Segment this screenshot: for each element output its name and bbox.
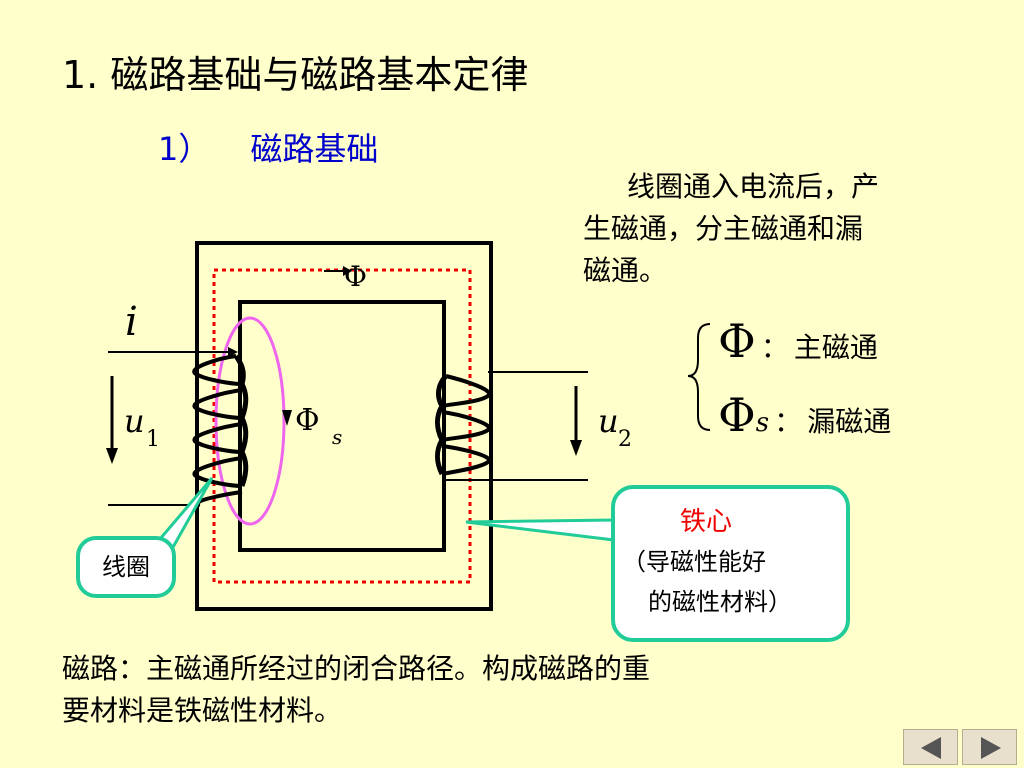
core-desc-line-2: 的磁性材料） (648, 588, 792, 616)
section-heading: 1） 磁路基础 (158, 124, 378, 170)
transformer-diagram: Φ Φ s i u 1 u 2 线圈 (76, 241, 850, 642)
u2-arrow (570, 440, 582, 456)
current-arrow (228, 347, 238, 357)
leakage-flux-loop (214, 316, 286, 526)
description-line-1: 线圈通入电流后，产 (627, 170, 880, 203)
core-callout-box (611, 485, 850, 642)
description-line-2: 生磁通，分主磁通和漏 (583, 212, 864, 245)
definition-line-2: 要材料是铁磁性材料。 (62, 694, 343, 727)
legend-main-flux: Φ ： 主磁通 (718, 314, 878, 368)
core-outer (195, 241, 493, 611)
definition-text: 磁路：主磁通所经过的闭合路径。构成磁路的重 要材料是铁磁性材料。 (62, 648, 922, 732)
next-slide-button[interactable] (962, 729, 1017, 765)
main-flux-arrow (343, 266, 352, 276)
leak-flux-arrow (282, 410, 292, 426)
core-desc-line-1: （导磁性能好 (622, 548, 766, 576)
prev-slide-button[interactable] (903, 729, 958, 765)
core-callout-pointer (465, 518, 616, 542)
main-flux-symbol: Φ (718, 314, 756, 368)
current-label: i (125, 299, 138, 345)
u2-sub: 2 (618, 427, 632, 452)
leak-flux-label-diagram: Φ (295, 403, 320, 438)
description-line-3: 磁通。 (583, 254, 668, 287)
left-triangle-icon (921, 737, 941, 759)
definition-line-1: 磁路：主磁通所经过的闭合路径。构成磁路的重 (62, 652, 651, 685)
section-number: 1） (158, 130, 211, 168)
leak-flux-symbol: Φ (718, 388, 756, 442)
u1-arrow (106, 448, 118, 464)
u1-var: u (124, 402, 145, 440)
u2-var: u (598, 402, 619, 440)
coil-label: 线圈 (102, 553, 150, 581)
coil-callout-box (76, 536, 176, 598)
u1-sub: 1 (146, 427, 160, 452)
page-title: 1. 磁路基础与磁路基本定律 (62, 53, 529, 97)
main-flux-label-diagram: Φ (344, 260, 367, 293)
primary-winding (192, 354, 249, 507)
main-flux-label: 主磁通 (793, 331, 878, 364)
leak-flux-subscript: s (755, 408, 770, 438)
leak-flux-subscript-diagram: s (332, 425, 342, 449)
leak-flux-separator: ： (774, 405, 803, 438)
section-title: 磁路基础 (250, 130, 379, 168)
right-triangle-icon (981, 737, 1001, 759)
legend-leak-flux: Φs ： 漏磁通 (718, 388, 891, 442)
main-flux-separator: ： (760, 331, 789, 364)
core-title: 铁心 (680, 507, 732, 537)
secondary-winding (435, 374, 492, 476)
flux-description: 线圈通入电流后，产 生磁通，分主磁通和漏 磁通。 (583, 166, 983, 292)
legend-brace (687, 323, 711, 431)
leak-flux-label: 漏磁通 (807, 405, 892, 438)
